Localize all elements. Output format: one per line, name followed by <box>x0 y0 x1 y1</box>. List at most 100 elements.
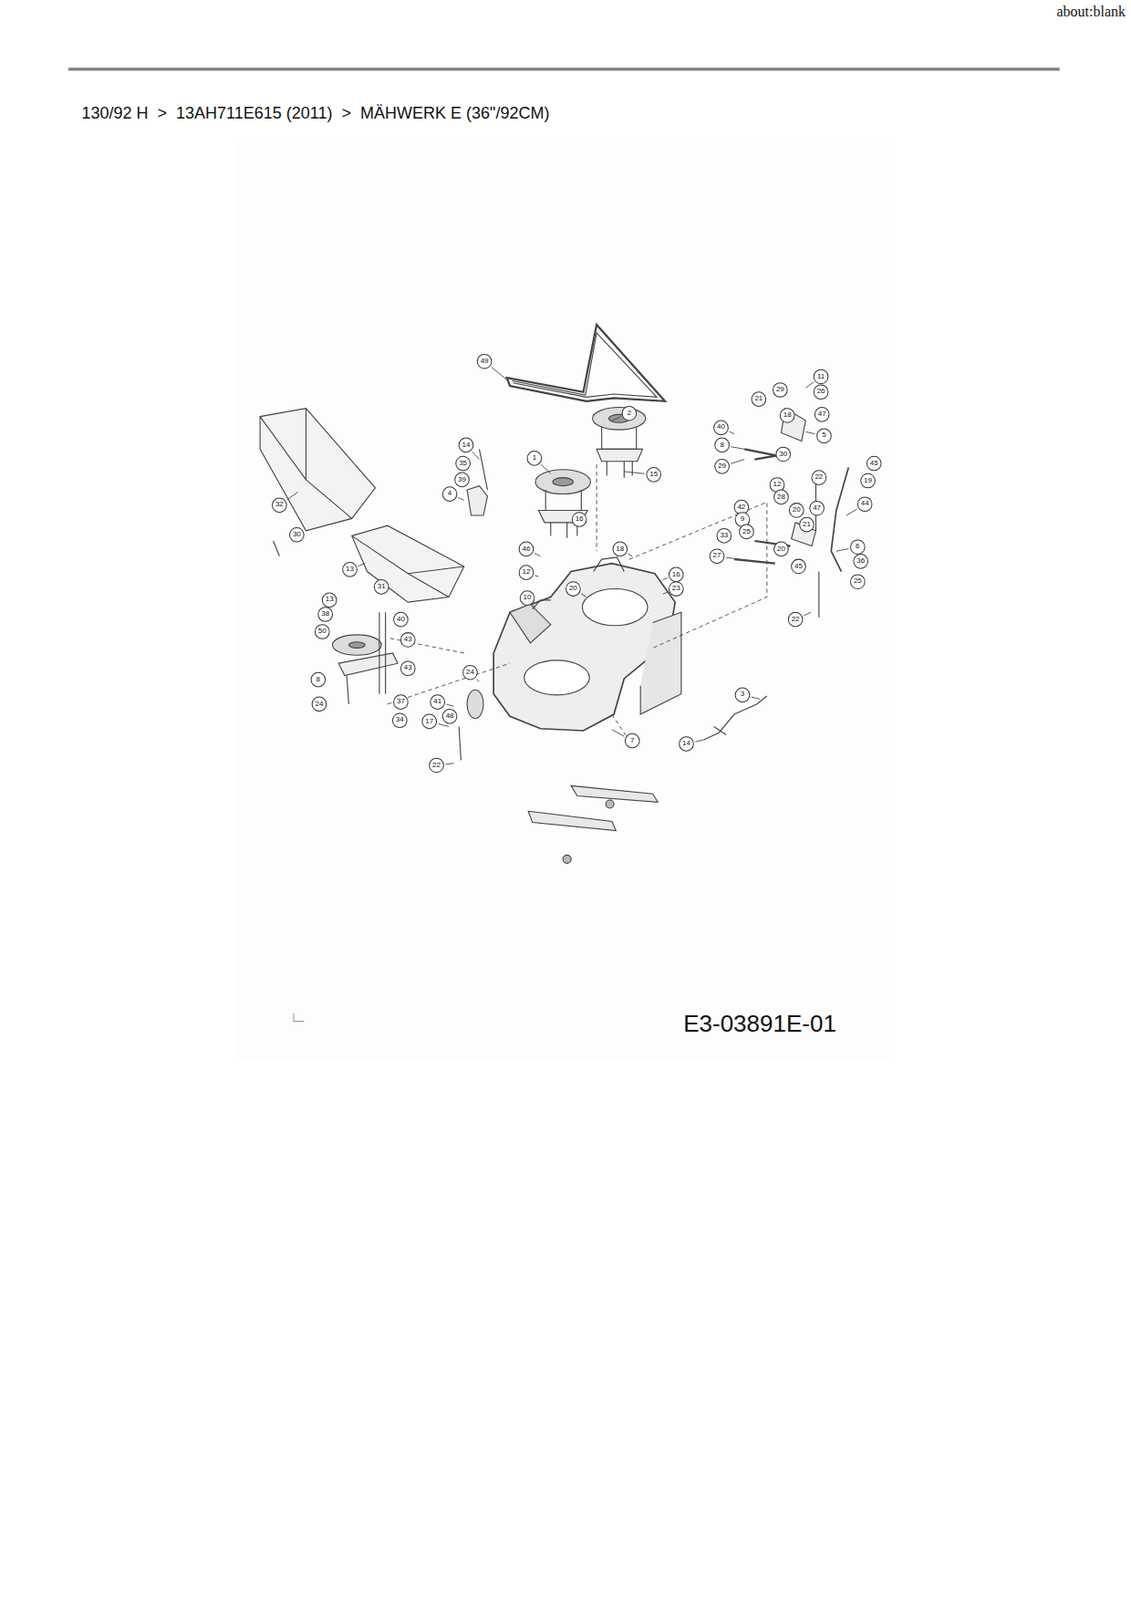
leader-line <box>846 508 858 516</box>
callout-number: 30 <box>292 530 301 539</box>
callout-number: 20 <box>792 506 801 514</box>
parts-drawing <box>259 324 849 863</box>
leader-line <box>534 552 541 556</box>
leader-line <box>695 739 704 742</box>
callout-circle <box>321 592 337 608</box>
callout-number: 43 <box>404 664 413 672</box>
callout-circle <box>456 456 471 471</box>
callout-number: 6 <box>855 542 860 550</box>
callout-circle <box>716 529 732 544</box>
callout-circle <box>813 369 829 384</box>
callout-circle <box>315 624 331 640</box>
callout-number: 33 <box>719 531 728 540</box>
callout-number: 31 <box>377 582 386 591</box>
callout-circle <box>646 466 662 482</box>
leader-line <box>437 723 449 727</box>
leader-line <box>805 431 815 434</box>
callout-number: 14 <box>462 441 471 449</box>
callout-number: 21 <box>754 394 763 403</box>
callout-circle <box>455 472 470 488</box>
callout-number: 14 <box>682 739 691 748</box>
callout-number: 8 <box>316 675 321 684</box>
callout-circle <box>622 405 637 421</box>
callout-number: 27 <box>713 551 722 560</box>
drawing-ground <box>236 137 890 1061</box>
leader-line <box>729 431 735 434</box>
callout-circle <box>668 567 684 582</box>
callout-circle <box>735 687 750 703</box>
callout-number: 13 <box>345 565 354 573</box>
browser-header: about:blank <box>1056 3 1126 21</box>
callout-circle <box>442 487 457 502</box>
callout-circle <box>442 708 457 724</box>
callout-circle <box>866 456 882 471</box>
callout-circle <box>861 473 876 488</box>
breadcrumb-title: 130/92 H > 13AH711E615 (2011) > MÄHWERK … <box>81 103 550 124</box>
callout-circle <box>518 541 534 557</box>
callout-circle <box>850 574 866 590</box>
callout-number: 40 <box>396 615 405 623</box>
leader-line <box>358 563 365 567</box>
callout-number: 15 <box>649 470 658 478</box>
leader-line <box>612 416 622 421</box>
callout-number: 12 <box>773 480 782 488</box>
callout-circle <box>709 549 725 564</box>
callout-circle <box>373 579 389 594</box>
leader-line <box>730 459 745 465</box>
callout-number: 9 <box>740 515 745 523</box>
callout-number: 39 <box>457 476 467 484</box>
leader-line <box>663 591 668 594</box>
callout-number: 29 <box>717 462 727 470</box>
callout-number: 17 <box>425 717 434 726</box>
callout-circle <box>850 539 866 555</box>
callout-number: 1 <box>532 454 537 462</box>
header-rule <box>68 67 1060 71</box>
callout-circle <box>272 498 288 513</box>
callout-circle <box>791 559 807 574</box>
callout-number: 22 <box>432 761 441 769</box>
callout-number: 18 <box>783 411 792 419</box>
callout-circle <box>814 407 830 423</box>
leader-line <box>726 557 755 561</box>
leader-line <box>663 578 668 581</box>
callout-circle <box>774 541 789 557</box>
callout-number: 42 <box>736 503 746 511</box>
callout-circle <box>714 420 729 436</box>
callout-circle <box>811 470 827 486</box>
callout-circle <box>799 517 815 532</box>
callout-circle <box>311 672 326 687</box>
callout-circle <box>477 353 492 369</box>
callout-number: 50 <box>318 627 327 635</box>
callout-circle <box>394 612 409 627</box>
callout-number: 13 <box>325 595 334 603</box>
callout-circle <box>518 565 534 581</box>
callout-number: 22 <box>791 615 800 623</box>
leader-line <box>836 549 850 552</box>
leader-line <box>534 575 539 577</box>
callout-number: 19 <box>863 477 872 485</box>
callout-circle <box>668 581 684 597</box>
callout-circle <box>571 512 587 528</box>
callout-circle <box>430 695 446 710</box>
callout-circle <box>715 437 730 453</box>
callout-circle <box>788 503 804 519</box>
drawing-code: E3-03891E-01 <box>683 1009 837 1038</box>
callout-circle <box>458 437 474 453</box>
callout-circle <box>342 561 358 577</box>
callout-number: 8 <box>719 441 724 449</box>
callout-circle <box>429 757 445 773</box>
callout-circle <box>751 392 767 407</box>
callout-circle <box>527 451 542 467</box>
callout-circle <box>813 384 829 400</box>
callout-number: 12 <box>521 568 530 576</box>
callout-number: 16 <box>575 515 584 523</box>
corner-mark <box>293 1013 304 1022</box>
callout-number: 24 <box>466 668 475 676</box>
callout-number: 18 <box>615 545 624 553</box>
callout-number: 25 <box>742 528 751 536</box>
callout-circle <box>566 581 582 597</box>
callout-circle <box>624 733 640 748</box>
